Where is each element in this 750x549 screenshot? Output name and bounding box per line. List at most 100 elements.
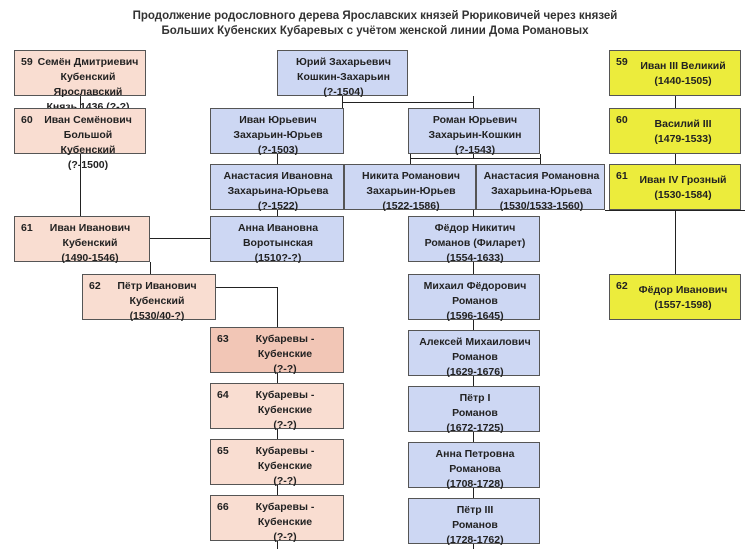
person-line: (?-1503) bbox=[257, 144, 299, 156]
person-line: Романов bbox=[452, 407, 498, 419]
generation-number: 59 bbox=[616, 56, 628, 68]
person-line: Анастасия Ивановна bbox=[223, 170, 333, 182]
person-line: (1522-1586) bbox=[382, 200, 440, 212]
person-line: Никита Романович bbox=[362, 170, 460, 182]
person-ivan-iv: 61 Иван IV Грозный (1530-1584) bbox=[609, 164, 741, 210]
person-yuri-zakharievich: Юрий Захарьевич Кошкин-Захарьин (?-1504) bbox=[277, 50, 408, 98]
person-anastasia-romanovna: Анастасия Романовна Захарьина-Юрьева (15… bbox=[476, 164, 605, 212]
diagram-title-line-2: Больших Кубенских Кубаревых с учётом жен… bbox=[161, 25, 589, 37]
person-line: (?-?) bbox=[273, 363, 297, 375]
person-mikhail-fyodorovich: Михаил Фёдорович Романов (1596-1645) bbox=[408, 274, 540, 322]
kubarev-gen-64: 64 Кубаревы - Кубенские (?-?) bbox=[210, 383, 344, 431]
person-roman-yurievich: Роман Юрьевич Захарьин-Кошкин (?-1543) bbox=[408, 108, 540, 156]
person-line: Юрий Захарьевич bbox=[296, 56, 391, 68]
connector bbox=[675, 96, 676, 108]
person-anastasia-ivanovna: Анастасия Ивановна Захарьина-Юрьева (?-1… bbox=[210, 164, 344, 212]
generation-number: 62 bbox=[89, 280, 101, 292]
connector bbox=[473, 262, 474, 274]
person-line: Иван IV Грозный bbox=[639, 174, 727, 186]
person-line: Фёдор Никитич bbox=[434, 222, 516, 234]
person-semyon-dmitrievich: 59 Семён Дмитриевич Кубенский Ярославски… bbox=[14, 50, 146, 113]
generation-number: 59 bbox=[21, 56, 33, 68]
person-line: Пётр III bbox=[456, 504, 494, 516]
connector bbox=[473, 486, 474, 498]
person-line: Иван Юрьевич bbox=[239, 114, 317, 126]
connector bbox=[277, 287, 278, 327]
person-line: Анастасия Романовна bbox=[483, 170, 600, 182]
person-line: (1530/40-?) bbox=[129, 310, 185, 322]
person-line: Романов (Филарет) bbox=[424, 237, 526, 249]
person-line: (1530/1533-1560) bbox=[499, 200, 584, 212]
person-line: Кубенский bbox=[129, 295, 185, 307]
person-line: Кубенские bbox=[257, 348, 313, 360]
person-line: (1530-1584) bbox=[654, 189, 712, 201]
person-pyotr-ivanovich: 62 Пётр Иванович Кубенский (1530/40-?) bbox=[82, 274, 216, 322]
connector bbox=[410, 154, 411, 164]
connector bbox=[80, 154, 81, 216]
generation-number: 64 bbox=[217, 389, 229, 401]
person-line: Кубаревы - bbox=[255, 501, 315, 513]
person-fyodor-ivanovich: 62 Фёдор Иванович (1557-1598) bbox=[609, 274, 741, 320]
generation-number: 63 bbox=[217, 333, 229, 345]
kubarev-gen-66: 66 Кубаревы - Кубенские (?-?) bbox=[210, 495, 344, 543]
person-line: (1440-1505) bbox=[654, 75, 712, 87]
person-line: Захарьин-Юрьев bbox=[233, 129, 323, 141]
person-line: Пётр I bbox=[459, 392, 491, 404]
connector bbox=[675, 210, 676, 274]
person-line: Кошкин-Захарьин bbox=[297, 71, 390, 83]
generation-number: 65 bbox=[217, 445, 229, 457]
person-line: Захарьина-Юрьева bbox=[227, 185, 329, 197]
connector bbox=[473, 374, 474, 386]
person-line: Романов bbox=[452, 351, 498, 363]
person-line: (1490-1546) bbox=[61, 252, 119, 264]
person-line: Василий III bbox=[654, 118, 712, 130]
person-line: Кубенские bbox=[257, 460, 313, 472]
kubarev-gen-65: 65 Кубаревы - Кубенские (?-?) bbox=[210, 439, 344, 487]
person-line: (?-1543) bbox=[454, 144, 496, 156]
person-line: (?-?) bbox=[273, 531, 297, 543]
connector bbox=[277, 210, 278, 216]
person-vasily-iii: 60 Василий III (1479-1533) bbox=[609, 108, 741, 154]
connector bbox=[473, 210, 474, 216]
person-line: Большой Кубенский bbox=[60, 129, 116, 156]
connector bbox=[277, 485, 278, 495]
person-fyodor-nikitich: Фёдор Никитич Романов (Филарет) (1554-16… bbox=[408, 216, 540, 264]
person-pyotr-iii: Пётр III Романов (1728-1762) bbox=[408, 498, 540, 546]
person-line: Кубаревы - bbox=[255, 445, 315, 457]
connector bbox=[473, 152, 474, 158]
connector bbox=[277, 154, 278, 164]
person-line: Анна Ивановна bbox=[237, 222, 319, 234]
diagram-title-line-1: Продолжение родословного дерева Ярославс… bbox=[132, 10, 618, 22]
connector bbox=[80, 96, 81, 108]
connector bbox=[342, 102, 473, 103]
person-ivan-iii: 59 Иван III Великий (1440-1505) bbox=[609, 50, 741, 96]
person-line: Семён Дмитриевич bbox=[37, 56, 139, 68]
person-pyotr-i: Пётр I Романов (1672-1725) bbox=[408, 386, 540, 434]
connector bbox=[150, 262, 151, 274]
connector bbox=[675, 154, 676, 164]
person-line: Захарьин-Юрьев bbox=[366, 185, 456, 197]
person-line: Иван III Великий bbox=[640, 60, 726, 72]
person-line: Кубаревы - bbox=[255, 389, 315, 401]
person-line: Воротынская bbox=[242, 237, 314, 249]
person-line: (1672-1725) bbox=[446, 422, 504, 434]
person-line: Захарьин-Кошкин bbox=[428, 129, 522, 141]
person-line: Романов bbox=[452, 295, 498, 307]
person-line: (?-1500) bbox=[67, 159, 109, 171]
person-line: Романова bbox=[449, 463, 501, 475]
person-line: Роман Юрьевич bbox=[432, 114, 518, 126]
person-line: Иван Иванович bbox=[49, 222, 131, 234]
generation-number: 60 bbox=[21, 114, 33, 126]
connector bbox=[473, 542, 474, 549]
person-line: (?-?) bbox=[273, 475, 297, 487]
generation-number: 62 bbox=[616, 280, 628, 292]
person-line: Фёдор Иванович bbox=[638, 284, 728, 296]
person-line: (1557-1598) bbox=[654, 299, 712, 311]
connector bbox=[473, 430, 474, 442]
generation-number: 60 bbox=[616, 114, 628, 126]
generation-number: 66 bbox=[217, 501, 229, 513]
person-line: Анна Петровна bbox=[435, 448, 515, 460]
generation-number: 61 bbox=[21, 222, 33, 234]
person-nikita-romanovich: Никита Романович Захарьин-Юрьев (1522-15… bbox=[344, 164, 476, 212]
connector bbox=[277, 373, 278, 383]
